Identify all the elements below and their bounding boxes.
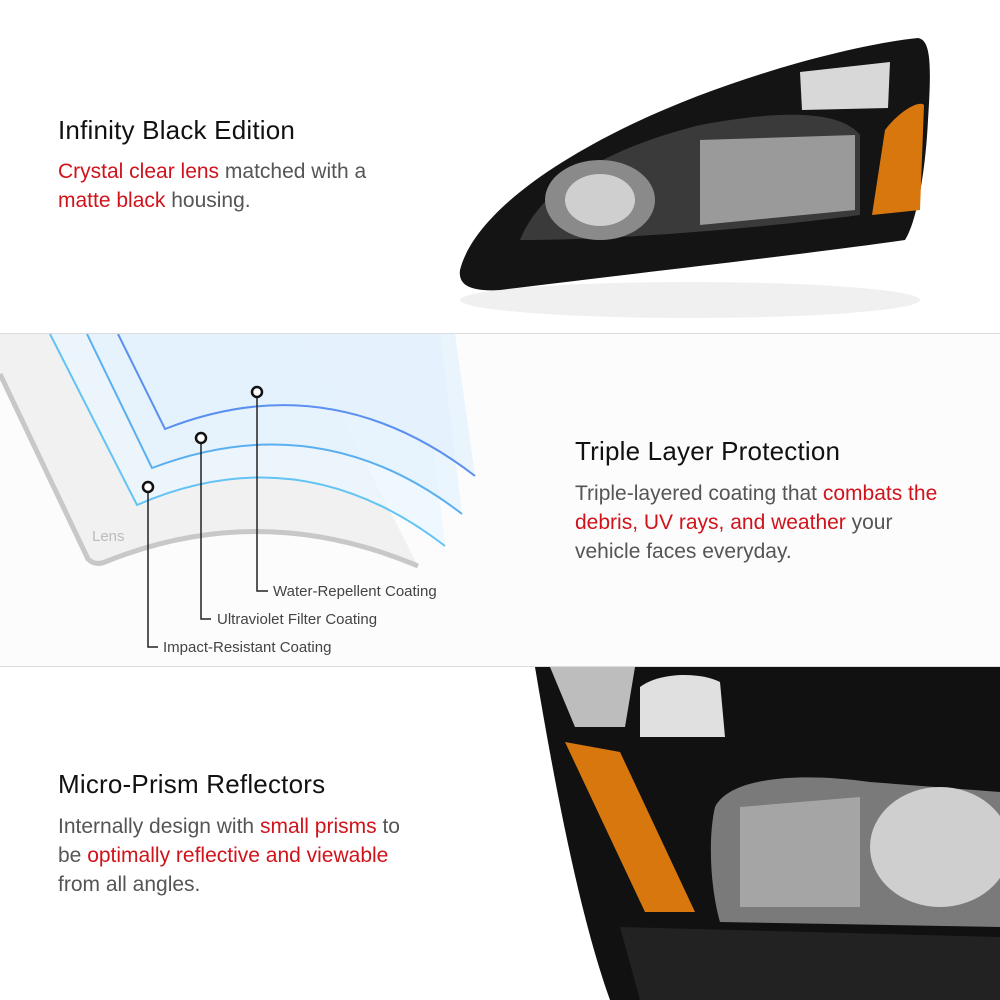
section-micro-prism: Micro-Prism Reflectors Internally design… xyxy=(0,667,1000,1000)
divider xyxy=(0,333,1000,334)
impact-layer-marker xyxy=(141,480,155,494)
coating-diagram xyxy=(0,334,476,648)
divider xyxy=(0,666,1000,667)
section-title: Micro-Prism Reflectors xyxy=(58,769,326,799)
layer-label-uv: Ultraviolet Filter Coating xyxy=(217,611,378,628)
section-description: Crystal clear lens matched with a matte … xyxy=(58,160,367,212)
section-description: Triple-layered coating that combats the … xyxy=(575,482,938,563)
lens-label: Lens xyxy=(92,528,125,545)
layer-label-impact: Impact-Resistant Coating xyxy=(163,639,332,656)
uv-layer-marker xyxy=(194,431,208,445)
headlight-image xyxy=(459,38,930,318)
layer-label-water: Water-Repellent Coating xyxy=(273,583,437,600)
section-infinity-black: Infinity Black Edition Crystal clear len… xyxy=(0,0,1000,333)
section-title: Infinity Black Edition xyxy=(58,115,296,145)
section-title: Triple Layer Protection xyxy=(575,436,841,466)
section-description: Internally design with small prisms to b… xyxy=(58,815,400,896)
section-triple-layer: Lens Water-Repellent Coating Ultraviolet… xyxy=(0,334,1000,666)
water-layer-marker xyxy=(250,385,264,399)
headlight-closeup-image xyxy=(535,667,1000,1000)
